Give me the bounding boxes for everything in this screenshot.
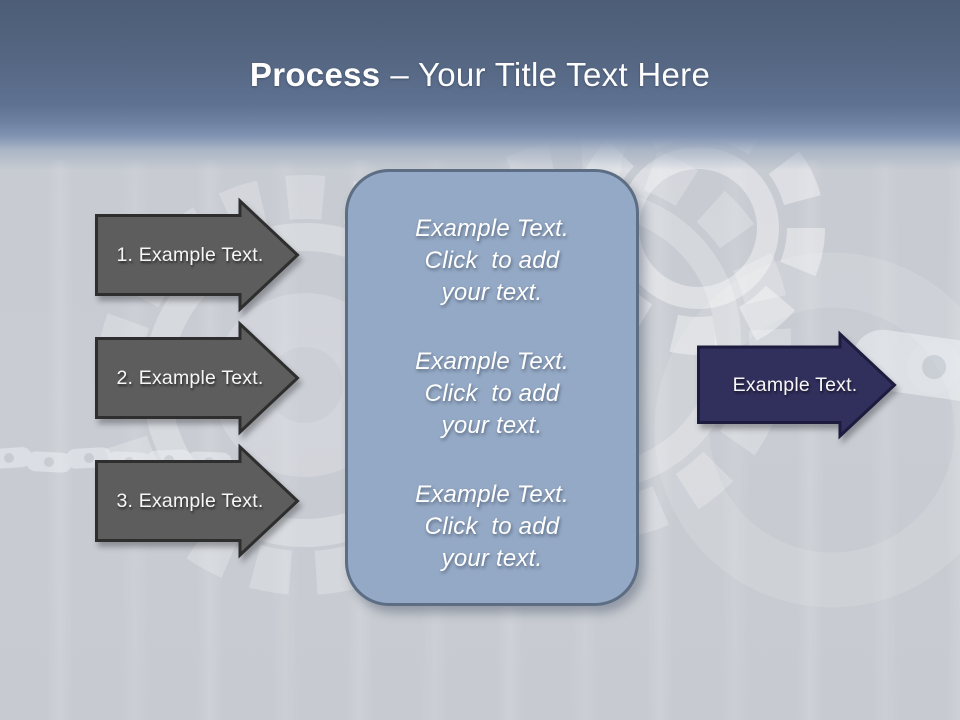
- header-band: [0, 0, 960, 170]
- arrow-shape: [95, 197, 300, 313]
- title-emphasis: Process: [249, 56, 381, 93]
- arrow-polygon: [95, 320, 300, 436]
- placeholder-line: Click to add: [424, 513, 560, 540]
- output-arrow-label: Example Text.: [732, 373, 858, 396]
- step-arrow-label: 1. Example Text.: [116, 244, 264, 266]
- slide-title: Process – Your Title Text Here: [0, 52, 960, 98]
- center-text-box[interactable]: Example Text. Click to add your text. Ex…: [345, 169, 639, 606]
- placeholder-paragraph-1[interactable]: Example Text. Click to add your text.: [348, 213, 636, 309]
- placeholder-paragraph-3[interactable]: Example Text. Click to add your text.: [348, 479, 636, 575]
- placeholder-line: Example Text.: [415, 348, 569, 375]
- placeholder-line: Click to add: [424, 380, 560, 407]
- arrow-shape: [697, 330, 897, 440]
- process-step-arrow-3[interactable]: 3. Example Text.: [95, 443, 300, 559]
- placeholder-line: your text.: [441, 412, 543, 439]
- arrow-polygon: [95, 443, 300, 559]
- placeholder-paragraph-2[interactable]: Example Text. Click to add your text.: [348, 346, 636, 442]
- step-arrow-label: 2. Example Text.: [116, 367, 264, 389]
- process-step-arrow-1[interactable]: 1. Example Text.: [95, 197, 300, 313]
- placeholder-line: Click to add: [424, 247, 560, 274]
- arrow-shape: [95, 443, 300, 559]
- placeholder-line: Example Text.: [415, 215, 569, 242]
- arrow-shape: [95, 320, 300, 436]
- step-arrow-label: 3. Example Text.: [116, 490, 264, 512]
- process-step-arrow-2[interactable]: 2. Example Text.: [95, 320, 300, 436]
- output-arrow[interactable]: Example Text.: [697, 330, 897, 440]
- placeholder-line: Example Text.: [415, 481, 569, 508]
- placeholder-line: your text.: [441, 279, 543, 306]
- title-rest: – Your Title Text Here: [390, 56, 711, 93]
- placeholder-line: your text.: [441, 545, 543, 572]
- arrow-polygon: [95, 197, 300, 313]
- arrow-polygon: [697, 330, 897, 440]
